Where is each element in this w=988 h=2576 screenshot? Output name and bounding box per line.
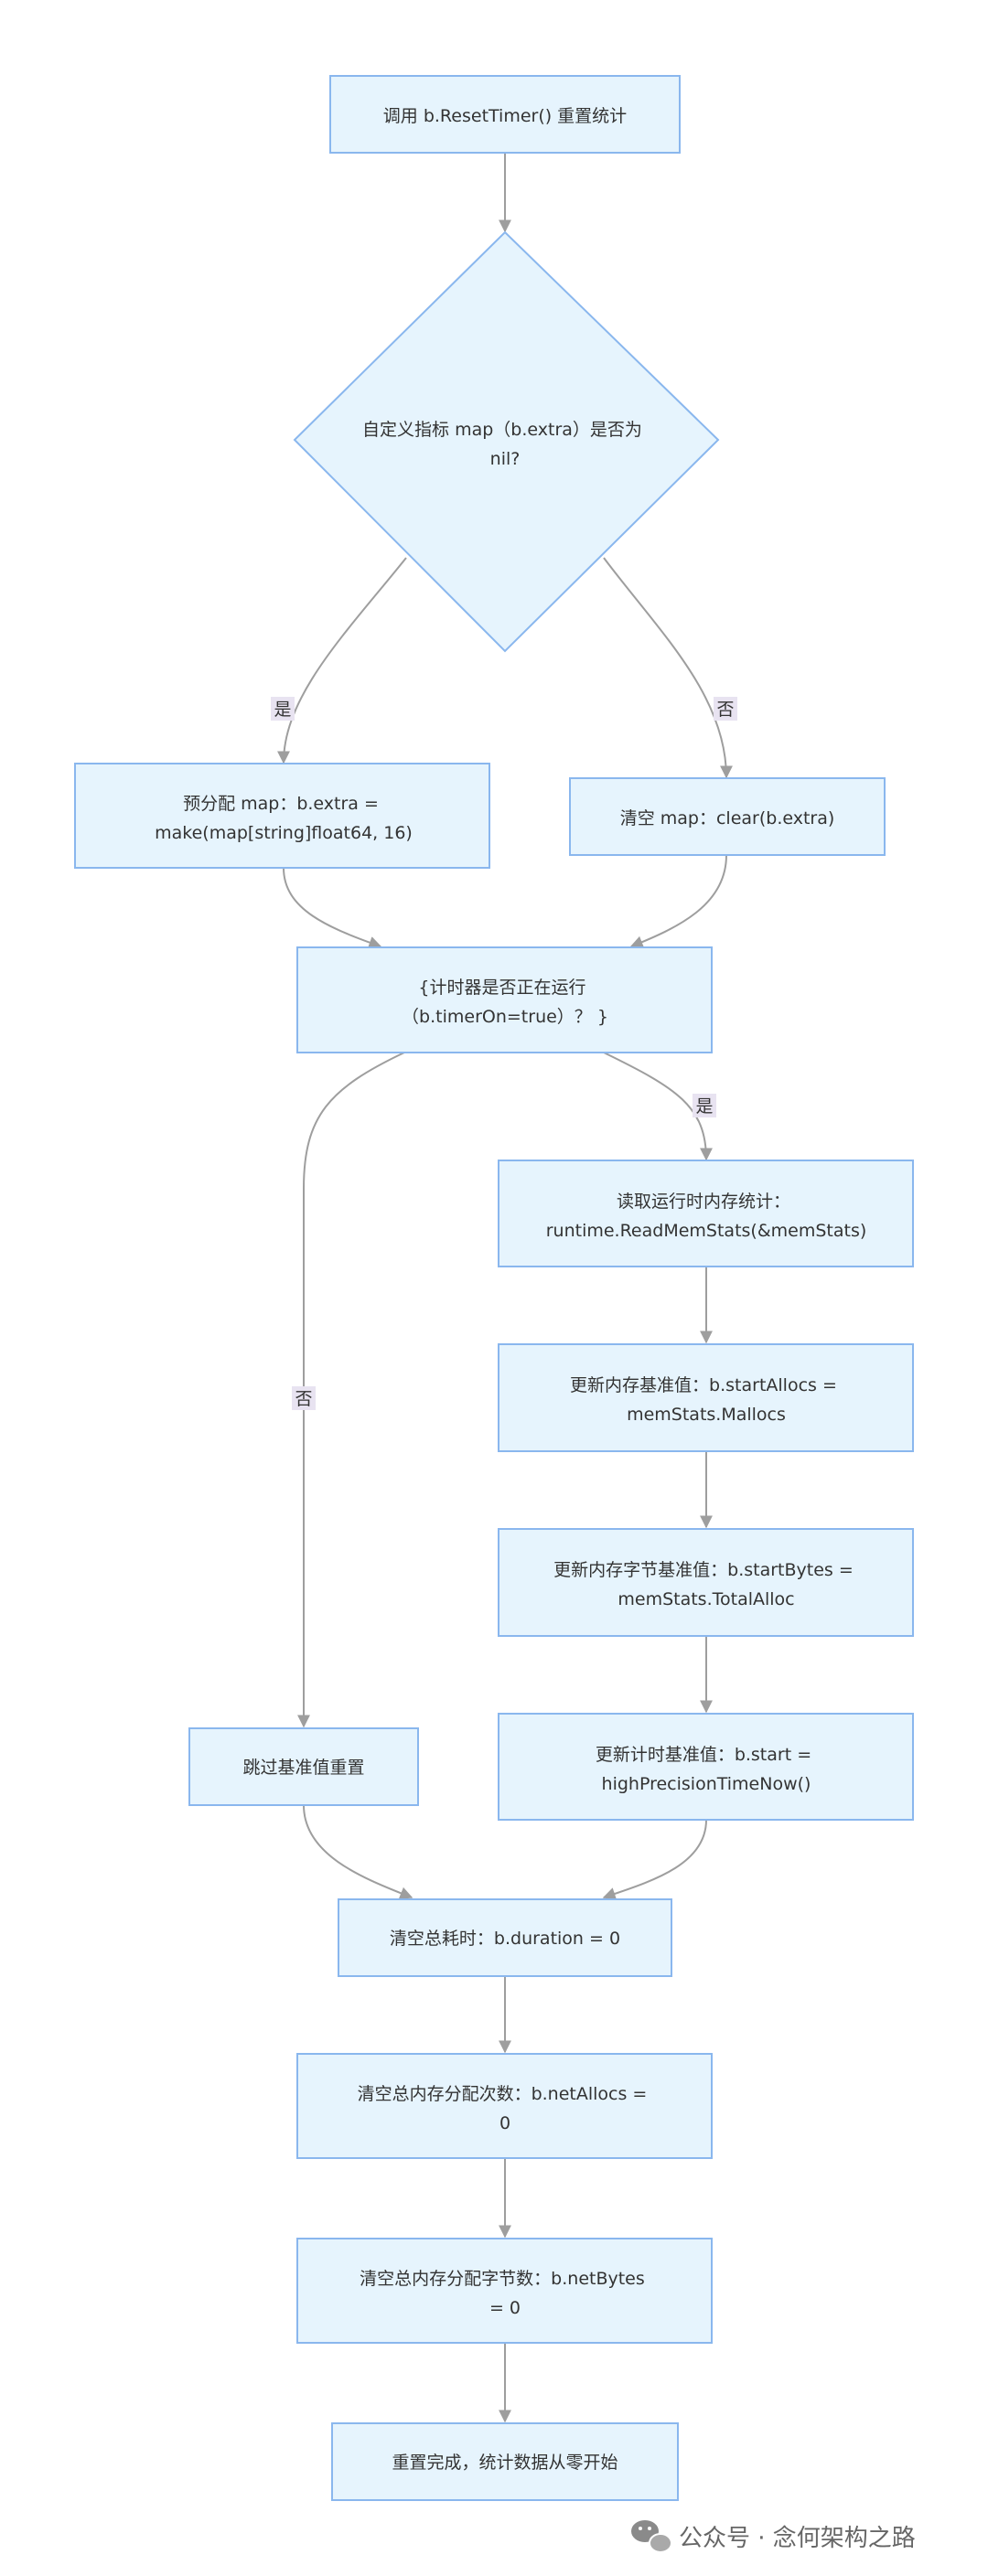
node-net-allocs: 清空总内存分配次数：b.netAllocs = 0: [296, 2053, 713, 2159]
node-clear-map-text: 清空 map：clear(b.extra): [620, 808, 835, 828]
edge-label-yes-extra: 是: [274, 700, 291, 720]
node-read-mem: 读取运行时内存统计： runtime.ReadMemStats(&memStat…: [498, 1160, 914, 1267]
svg-text:清空总耗时：b.duration = 0: 清空总耗时：b.duration = 0: [390, 1929, 620, 1949]
svg-text:预分配 map：b.extra = make: 预分配 map：b.extra = make(map[string]float6…: [155, 794, 413, 843]
node-start-time-line2: highPrecisionTimeNow(): [602, 1774, 811, 1794]
node-duration-text: 清空总耗时：b.duration = 0: [390, 1929, 620, 1949]
node-check-extra-line1: 自定义指标 map（b.extra）是否为: [362, 420, 642, 440]
svg-text:{计时器是否正在运行 （b.timerOn=: {计时器是否正在运行 （b.timerOn=true）？ }: [402, 978, 608, 1027]
node-timer-on-line2: （b.timerOn=true）？ }: [402, 1007, 608, 1027]
edge-skip-to-duration: [303, 1804, 413, 1899]
node-start-time: 更新计时基准值：b.start = highPrecisionTimeNow(): [498, 1713, 914, 1821]
edge-label-no-extra: 否: [716, 700, 734, 720]
wechat-icon: [631, 2520, 672, 2553]
node-read-mem-line2: runtime.ReadMemStats(&memStats): [546, 1221, 867, 1241]
watermark: 公众号 · 念何架构之路: [631, 2520, 916, 2553]
node-start-allocs-line2: memStats.Mallocs: [627, 1405, 786, 1425]
edge-start-to-duration: [602, 1819, 707, 1900]
node-skip-text: 跳过基准值重置: [242, 1758, 364, 1778]
node-done-text: 重置完成，统计数据从零开始: [392, 2453, 618, 2473]
svg-text:清空总内存分配字节数：b.netBytes: 清空总内存分配字节数：b.netBytes = 0: [360, 2269, 650, 2318]
node-prealloc-line1: 预分配 map：b.extra =: [183, 794, 379, 814]
node-read-mem-line1: 读取运行时内存统计：: [617, 1192, 790, 1212]
node-done: 重置完成，统计数据从零开始: [331, 2422, 679, 2501]
node-start-bytes-line1: 更新内存字节基准值：b.startBytes =: [553, 1560, 854, 1580]
edge-decision-yes: [277, 557, 407, 764]
node-net-allocs-line2: 0: [499, 2113, 510, 2133]
node-start-time-line1: 更新计时基准值：b.start =: [596, 1745, 811, 1765]
edge-decision-no: [603, 557, 733, 779]
svg-text:调用 b.ResetTimer() 重置统计: 调用 b.ResetTimer() 重置统计: [383, 106, 627, 126]
svg-text:更新内存字节基准值：b.startBytes =: 更新内存字节基准值：b.startBytes = memStats.TotalA…: [553, 1560, 859, 1609]
edge-clear-to-timer: [629, 854, 727, 948]
edge-label-yes-timer: 是: [695, 1096, 713, 1117]
node-net-allocs-line1: 清空总内存分配次数：b.netAllocs =: [358, 2084, 648, 2104]
node-duration: 清空总耗时：b.duration = 0: [338, 1898, 672, 1977]
node-check-extra-line2: nil?: [490, 449, 521, 469]
node-net-bytes-line2: = 0: [489, 2298, 521, 2318]
edge-timer-no: [297, 1052, 405, 1728]
node-reset-timer: 调用 b.ResetTimer() 重置统计: [329, 75, 681, 154]
node-timer-on: {计时器是否正在运行 （b.timerOn=true）？ }: [296, 946, 713, 1053]
node-start-allocs-line1: 更新内存基准值：b.startAllocs =: [570, 1375, 837, 1395]
svg-text:更新内存基准值：b.startAllocs =: 更新内存基准值：b.startAllocs = memStats.Mallocs: [570, 1375, 843, 1425]
svg-text:清空总内存分配次数：b.netAllocs =: 清空总内存分配次数：b.netAllocs = 0: [358, 2084, 653, 2133]
node-start-bytes-line2: memStats.TotalAlloc: [618, 1589, 794, 1609]
node-net-bytes-line1: 清空总内存分配字节数：b.netBytes: [360, 2269, 645, 2289]
node-start-bytes: 更新内存字节基准值：b.startBytes = memStats.TotalA…: [498, 1528, 914, 1637]
node-check-extra: 自定义指标 map（b.extra）是否为 nil?: [293, 230, 720, 653]
node-prealloc-line2: make(map[string]float64, 16): [155, 823, 413, 843]
svg-text:重置完成，统计数据从零开始: 重置完成，统计数据从零开始: [392, 2453, 618, 2473]
node-skip: 跳过基准值重置: [188, 1727, 419, 1806]
node-reset-timer-text: 调用 b.ResetTimer() 重置统计: [383, 106, 627, 126]
edge-prealloc-to-timer: [283, 867, 382, 949]
edge-label-no-timer: 否: [295, 1389, 312, 1409]
edge-timer-yes: [603, 1052, 713, 1161]
nodes: 调用 b.ResetTimer() 重置统计 自定义指标 map（b.extra…: [74, 75, 914, 2501]
svg-text:自定义指标 map（b.extra）是否为: 自定义指标 map（b.extra）是否为 nil?: [362, 420, 648, 469]
node-prealloc: 预分配 map：b.extra = make(map[string]float6…: [74, 763, 490, 869]
svg-text:更新计时基准值：b.start = high: 更新计时基准值：b.start = highPrecisionTimeNow(): [596, 1745, 817, 1794]
watermark-text: 公众号 · 念何架构之路: [679, 2525, 916, 2552]
edges: [277, 154, 733, 2423]
node-clear-map: 清空 map：clear(b.extra): [569, 777, 886, 856]
svg-text:跳过基准值重置: 跳过基准值重置: [242, 1758, 364, 1778]
node-net-bytes: 清空总内存分配字节数：b.netBytes = 0: [296, 2238, 713, 2344]
node-start-allocs: 更新内存基准值：b.startAllocs = memStats.Mallocs: [498, 1343, 914, 1452]
svg-text:读取运行时内存统计： runtime.Rea: 读取运行时内存统计： runtime.ReadMemStats(&memStat…: [546, 1192, 867, 1241]
edge-labels: 是 否 是 否: [271, 697, 737, 1410]
node-timer-on-line1: {计时器是否正在运行: [418, 978, 585, 998]
svg-text:清空 map：clear(b.extra): 清空 map：clear(b.extra): [620, 808, 835, 828]
